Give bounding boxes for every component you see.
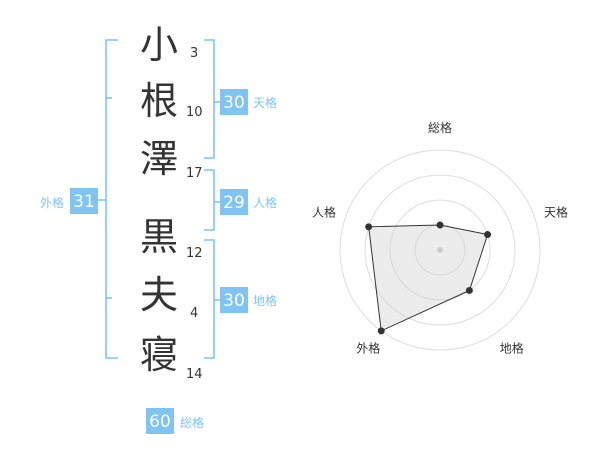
name-char-5: 夫 (140, 273, 178, 317)
radar-point-4 (377, 327, 385, 335)
radar-axis-label-3: 地格 (500, 341, 524, 356)
radar-axis-label-1: 総格 (428, 120, 452, 135)
radar-area (368, 224, 489, 332)
name-char-2: 根 (140, 79, 178, 123)
radar-axis-label-5: 人格 (312, 204, 336, 219)
jinkaku-value: 29 (223, 193, 245, 213)
chikaku-bracket (204, 239, 220, 359)
tenkaku-badge: 30 天格 (220, 89, 277, 115)
soukaku-value: 60 (149, 412, 171, 432)
jinkaku-bracket (204, 169, 220, 231)
radar-point-5 (365, 223, 373, 231)
stroke-count-1: 3 (190, 46, 198, 61)
stroke-count-3: 17 (186, 166, 203, 181)
stroke-count-2: 10 (186, 105, 203, 120)
radar-axis-label-2: 天格 (544, 204, 568, 219)
chikaku-label: 地格 (253, 293, 277, 308)
gaikaku-label: 外格 (40, 195, 64, 210)
stroke-count-5: 4 (190, 306, 198, 321)
radar-point-3 (465, 286, 473, 294)
soukaku-badge: 60 総格 (146, 408, 204, 434)
stroke-count-6: 14 (186, 367, 203, 382)
name-characters: 小 3 根 10 澤 17 黒 12 夫 4 寝 14 (140, 23, 203, 382)
name-char-3: 澤 (140, 137, 178, 181)
stroke-count-4: 12 (186, 246, 203, 261)
radar-axis-label-4: 外格 (356, 341, 380, 356)
soukaku-label: 総格 (180, 415, 204, 430)
tenkaku-label: 天格 (253, 95, 277, 110)
chikaku-badge: 30 地格 (220, 287, 277, 313)
radar-point-2 (484, 231, 492, 239)
name-char-1: 小 (140, 23, 178, 67)
radar-ring-3 (364, 174, 516, 326)
jinkaku-label: 人格 (253, 195, 277, 210)
gaikaku-badge: 外格 31 (40, 188, 98, 214)
gaikaku-value: 31 (73, 192, 95, 212)
tenkaku-value: 30 (223, 93, 245, 113)
tenkaku-bracket (204, 39, 220, 159)
radar-ring-4 (339, 149, 541, 351)
gaikaku-bracket (98, 39, 118, 359)
jinkaku-badge: 29 人格 (220, 189, 277, 215)
radar-ring-2 (389, 199, 491, 301)
radar-point-1 (436, 221, 444, 229)
name-char-4: 黒 (140, 215, 178, 259)
chikaku-value: 30 (223, 291, 245, 311)
radar-center-dot (437, 247, 443, 253)
name-char-6: 寝 (140, 333, 178, 377)
